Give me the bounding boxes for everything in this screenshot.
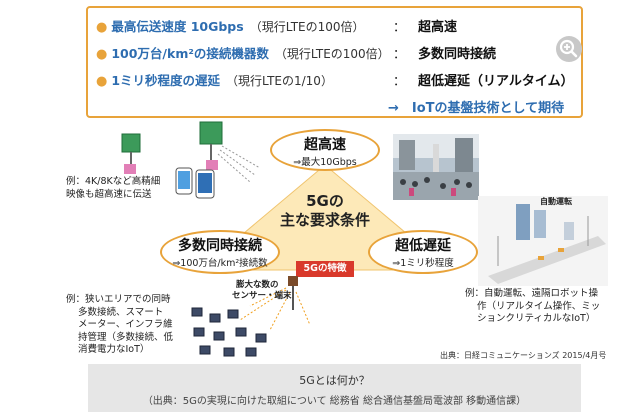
center-title-line2: 主な要求条件	[279, 211, 370, 229]
requirement-paren: （現行LTEの1/10）	[226, 74, 333, 88]
center-title-line1: 5Gの	[306, 192, 344, 210]
high-speed-title: 超高速	[304, 137, 346, 153]
source-note: 出典：日経コミュニケーションズ 2015/4月号	[440, 351, 607, 360]
note-massive-connection-example: 例：狭いエリアでの同時 多数接続、スマート メーター、インフラ維 持管理（多数接…	[66, 294, 174, 355]
requirement-label: 100万台/km²の接続機器数	[111, 46, 269, 61]
note-low-latency-example: 例：自動運転、遠隔ロボット操 作（リアルタイム操作、ミッ ションクリティカルなI…	[465, 288, 601, 324]
ellipse-low-latency: 超低遅延 ⇒1ミリ秒程度	[368, 230, 478, 274]
caption-footer: 5Gとは何か？ （出典：5Gの実現に向けた取組について 総務省 総合通信基盤局電…	[88, 364, 581, 412]
requirement-value: 超高速	[418, 20, 458, 35]
caption-title: 5Gとは何か？	[299, 374, 370, 387]
requirement-colon: ：	[393, 73, 406, 88]
5g-feature-badge: 5Gの特徴	[296, 261, 354, 277]
zoom-in-icon[interactable]	[556, 36, 582, 62]
sensors-label: 膨大な数の センサー・端末	[232, 280, 292, 301]
requirement-paren: （現行LTEの100倍）	[274, 47, 390, 61]
requirement-label: 1ミリ秒程度の遅延	[111, 73, 221, 88]
note-high-speed-example: 例：4K/8Kなど高精細 映像も超高速に伝送	[66, 176, 161, 200]
bullet-icon: ●	[96, 74, 108, 89]
ellipse-high-speed: 超高速 ⇒最大10Gbps	[270, 129, 380, 171]
bullet-icon: ●	[96, 47, 108, 62]
requirement-colon: ：	[393, 46, 406, 61]
requirement-label: 最高伝送速度 10Gbps	[111, 19, 244, 34]
conclusion-text: → IoTの基盤技術として期待	[388, 101, 565, 116]
requirement-value: 多数同時接続	[418, 47, 497, 62]
requirement-row: ●最高伝送速度 10Gbps （現行LTEの100倍）	[96, 16, 365, 36]
high-speed-sub: ⇒最大10Gbps	[293, 157, 357, 168]
ellipse-massive-connection: 多数同時接続 ⇒100万台/km²接続数	[160, 230, 280, 274]
requirements-box: ●最高伝送速度 10Gbps（現行LTEの100倍） ： 超高速 ●100万台/…	[86, 6, 583, 118]
antenna-devices-illustration	[121, 121, 261, 199]
caption-source: （出典：5Gの実現に向けた取組について 総務省 総合通信基盤局電波部 移動通信課…	[142, 396, 527, 407]
requirement-row: ●100万台/km²の接続機器数 （現行LTEの100倍）	[96, 43, 390, 63]
requirement-row: ●1ミリ秒程度の遅延 （現行LTEの1/10）	[96, 70, 333, 90]
low-latency-sub: ⇒1ミリ秒程度	[392, 258, 454, 269]
sensors-illustration	[191, 276, 311, 357]
requirement-paren: （現行LTEの100倍）	[249, 20, 365, 34]
requirement-value: 超低遅延（リアルタイム）	[418, 74, 574, 89]
low-latency-title: 超低遅延	[395, 238, 451, 254]
center-title: 5Gの 主な要求条件	[265, 192, 385, 230]
auto-driving-illustration	[478, 196, 608, 286]
massive-connection-title: 多数同時接続	[178, 238, 262, 254]
requirements-diagram: 超高速 ⇒最大10Gbps 5Gの 主な要求条件 多数同時接続 ⇒100万台/k…	[0, 120, 640, 360]
city-crowd-photo	[393, 134, 479, 200]
auto-driving-label: 自動運転	[540, 197, 572, 206]
massive-connection-sub: ⇒100万台/km²接続数	[172, 258, 268, 269]
bullet-icon: ●	[96, 20, 108, 35]
requirement-colon: ：	[393, 19, 406, 34]
